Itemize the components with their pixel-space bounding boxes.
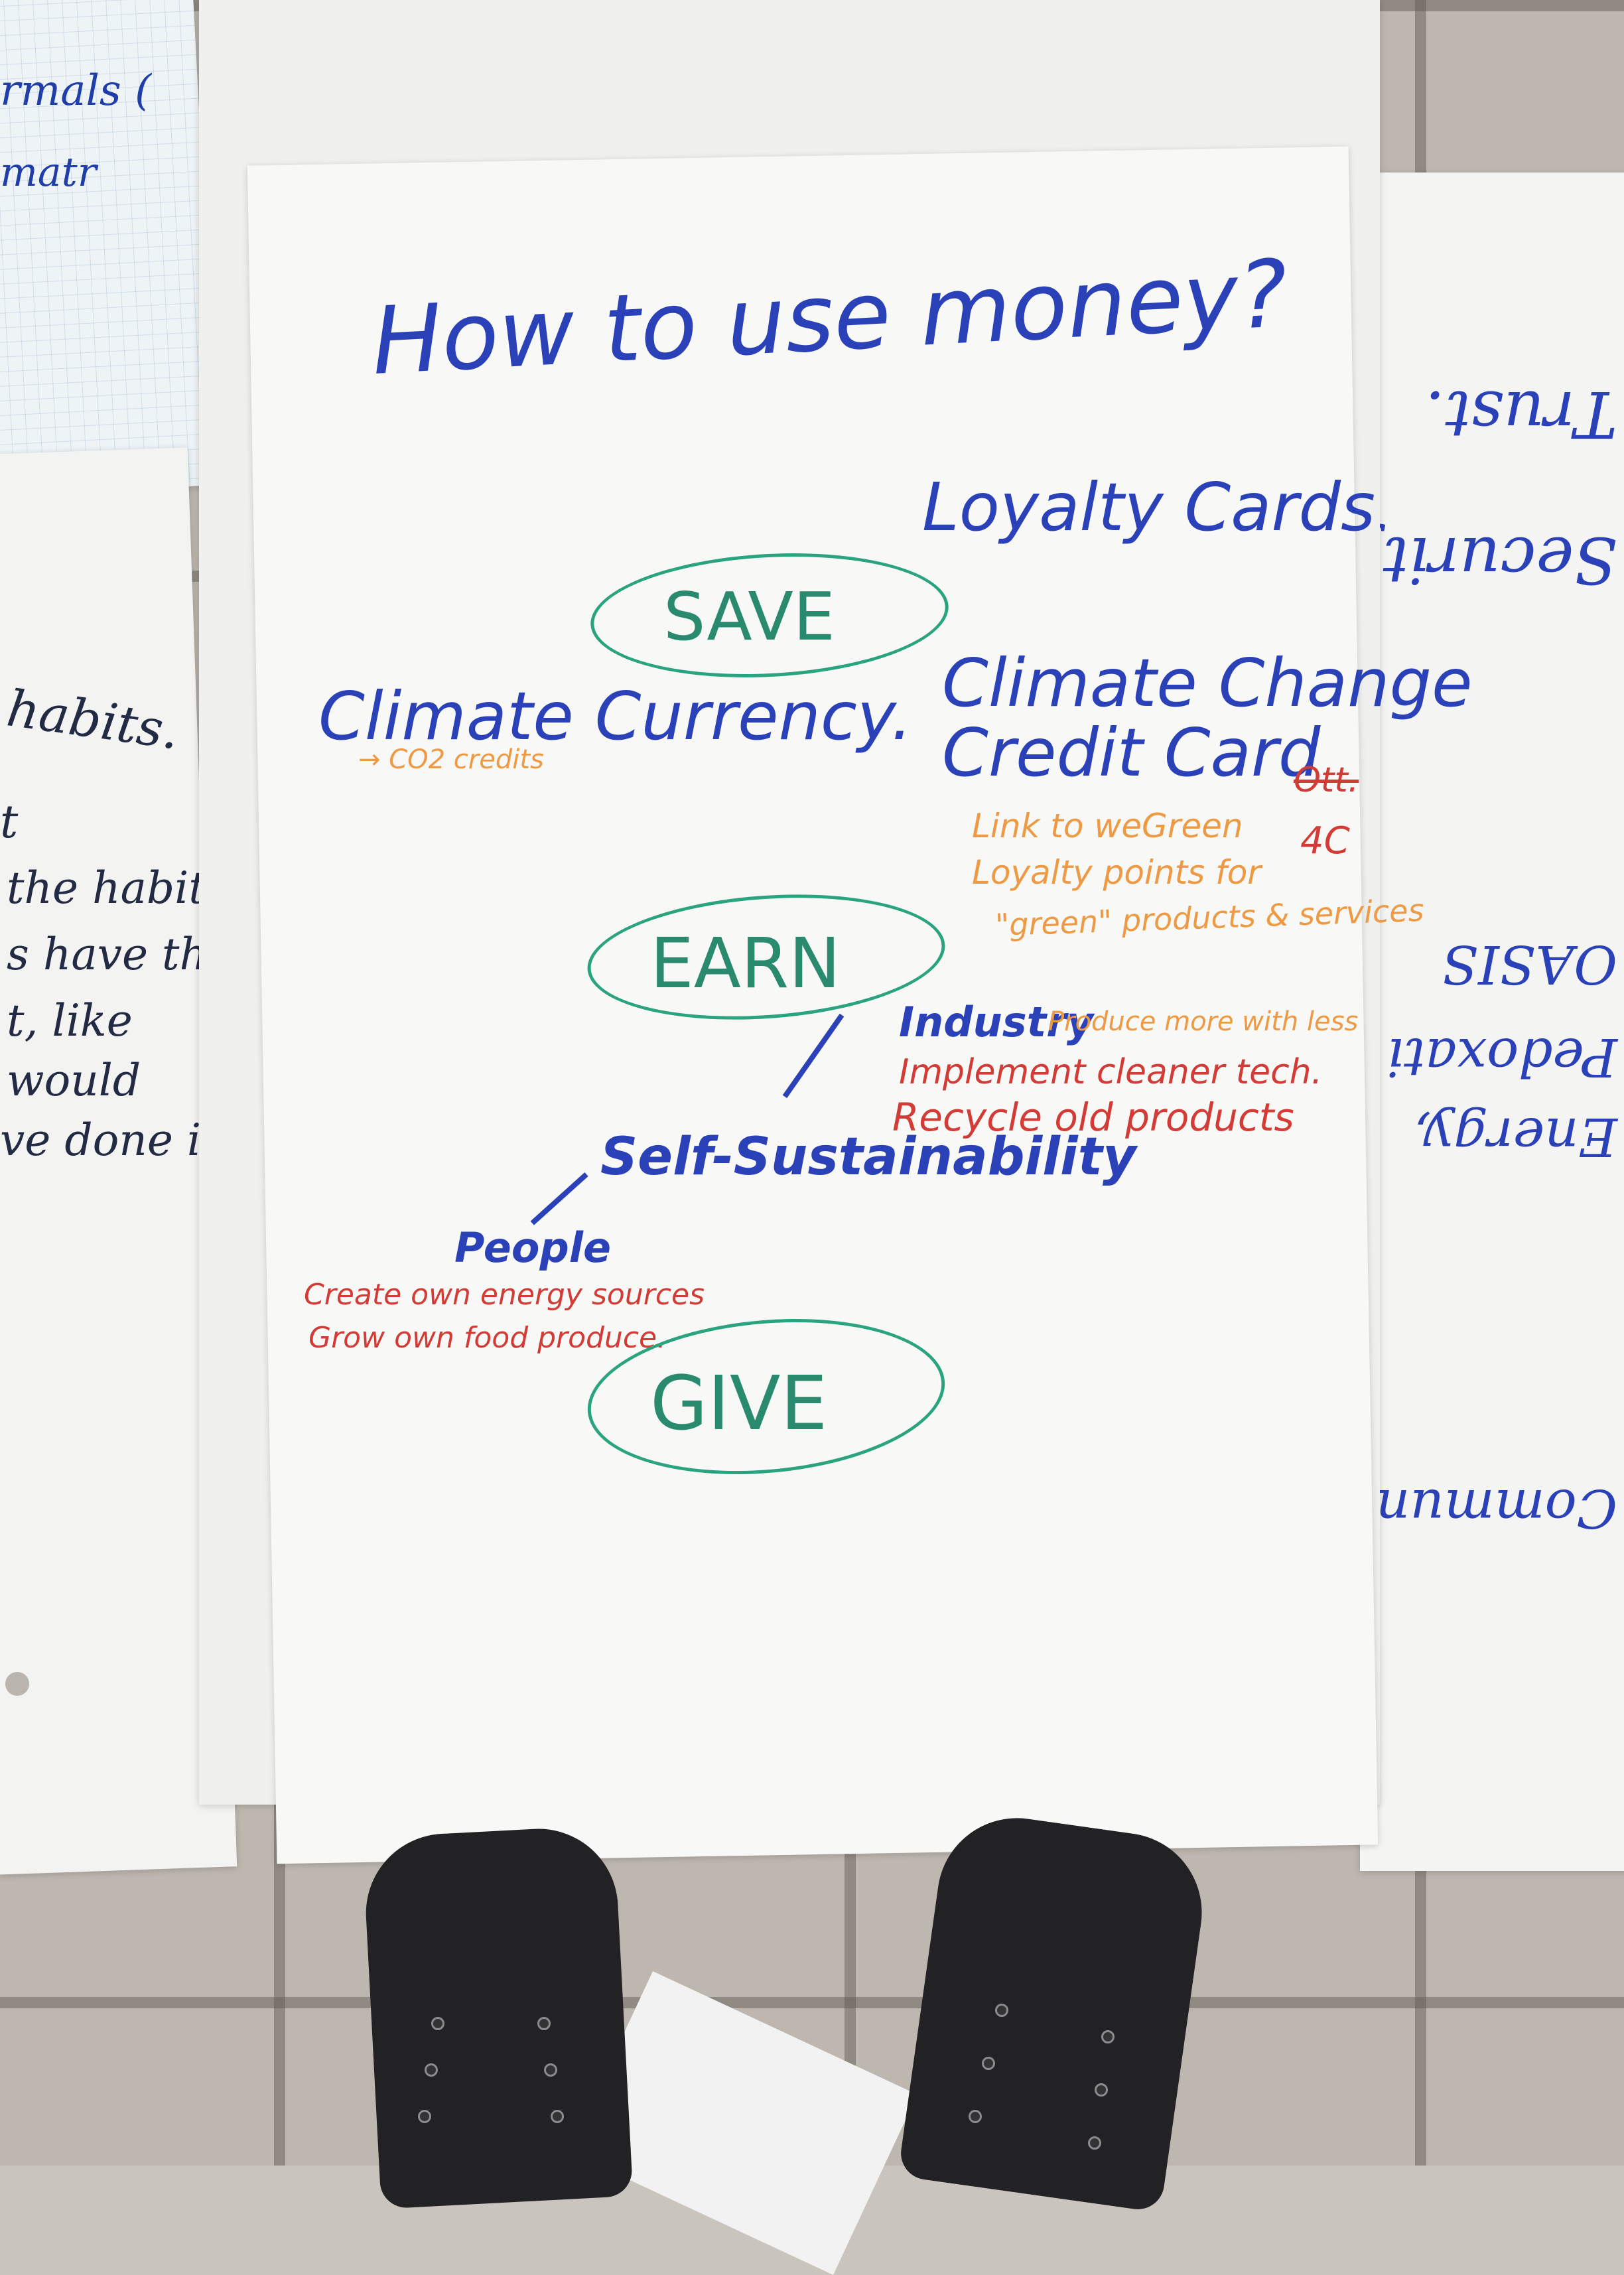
loyalty-points-line1: Loyalty points for	[972, 853, 1261, 892]
industry-label: Industry	[899, 998, 1094, 1046]
eyelet	[969, 2110, 982, 2123]
left-line: the habit	[7, 862, 206, 914]
link-tag: 4C	[1300, 819, 1350, 862]
eyelet	[1101, 2030, 1115, 2043]
punch-hole	[5, 1672, 29, 1696]
loyalty-cards: Loyalty Cards	[922, 468, 1376, 546]
eyelet	[544, 2063, 557, 2077]
people-label: People	[454, 1223, 612, 1272]
right-word: Pedoxati	[1387, 1026, 1618, 1088]
eyelet	[1088, 2136, 1101, 2150]
left-top-text-2: matr	[0, 149, 97, 196]
right-shoe	[897, 1807, 1213, 2213]
left-line: would	[7, 1055, 141, 1106]
eyelet	[551, 2110, 564, 2123]
industry-note: Produce more with less	[1048, 1006, 1359, 1037]
right-paper-sheet	[1360, 172, 1624, 1871]
left-line: s have the	[7, 929, 234, 980]
credit-card-line1: Climate Change	[942, 644, 1473, 722]
right-word: Security	[1347, 523, 1617, 597]
right-word: OASIS	[1442, 933, 1617, 995]
strike-note: Ott.	[1294, 760, 1359, 800]
save-label: SAVE	[663, 578, 835, 655]
right-word: Trust.	[1424, 377, 1617, 451]
implement-note: Implement cleaner tech.	[899, 1052, 1323, 1092]
give-label: GIVE	[650, 1361, 828, 1447]
recycle-note: Recycle old products	[892, 1095, 1294, 1140]
left-line: ve done it	[0, 1115, 219, 1166]
eyelet	[1095, 2083, 1108, 2097]
right-word: Energy,	[1414, 1106, 1617, 1168]
left-shoe	[362, 1825, 634, 2209]
eyelet	[425, 2063, 438, 2077]
left-line: t	[0, 796, 19, 849]
people-note-2: Grow own food produce.	[308, 1321, 667, 1355]
eyelet	[982, 2057, 995, 2070]
left-line: t, like	[7, 995, 133, 1046]
self-sustainability: Self-Sustainability	[600, 1127, 1136, 1187]
eyelet	[537, 2017, 551, 2030]
earn-label: EARN	[650, 923, 841, 1004]
eyelet	[418, 2110, 431, 2123]
people-note-1: Create own energy sources	[304, 1278, 705, 1312]
eyelet	[431, 2017, 444, 2030]
left-top-text-1: rmals (	[0, 66, 152, 115]
credit-card-line2: Credit Card	[942, 714, 1321, 792]
eyelet	[995, 2004, 1008, 2017]
link-note: Link to weGreen	[972, 807, 1243, 845]
co2-credits-note: → CO2 credits	[358, 744, 544, 775]
climate-currency: Climate Currency.	[318, 677, 913, 755]
